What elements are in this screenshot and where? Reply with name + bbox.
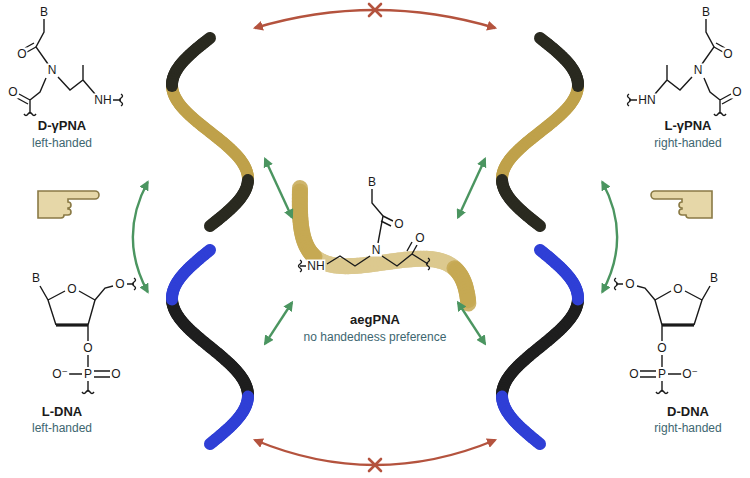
hand-icon: [651, 191, 712, 218]
helix-segment: [572, 84, 584, 86]
helix-segment: [537, 224, 540, 226]
hybridization-arrow: [458, 159, 485, 218]
atom-label: P: [657, 368, 667, 381]
handedness-note: right-handed: [654, 135, 721, 151]
atom-label: O: [722, 48, 733, 61]
molecule-name: D-γPNA: [38, 118, 86, 134]
handedness-note: left-handed: [32, 135, 92, 151]
forbidden-mark: [369, 4, 381, 471]
atom-label: O: [7, 86, 18, 99]
atom-label: B: [39, 6, 49, 19]
atom-label: O: [393, 218, 404, 231]
atom-label: N: [693, 64, 704, 77]
atom-label: B: [701, 6, 711, 19]
handedness-note: left-handed: [32, 420, 92, 436]
helix-ribbons: [172, 38, 578, 444]
atom-label: O⁻: [681, 368, 699, 381]
atom-label: O: [82, 342, 93, 355]
atom-label: NH: [93, 94, 112, 107]
helix-segment: [313, 255, 315, 257]
hybridization-arrow: [133, 182, 148, 292]
atom-label: O: [672, 283, 683, 296]
molecule-name: D-DNA: [667, 404, 709, 420]
molecule-group: D-DNAright-handed: [485, 292, 740, 440]
atom-label: HN: [637, 94, 656, 107]
molecule-group: D-γPNAleft-handed: [10, 28, 265, 182]
l-dna-structure: [40, 278, 136, 394]
hybridization-arrow: [265, 159, 292, 218]
atom-label: O: [624, 278, 635, 291]
helix-segment: [537, 442, 540, 444]
hand-icon: [38, 191, 99, 218]
hybridization-arrow: [602, 182, 617, 292]
helix-segment: [166, 84, 178, 86]
atom-label: NH: [306, 260, 325, 273]
atom-label: O: [16, 48, 27, 61]
hybridization-arrow: [265, 303, 292, 344]
molecule-name: L-γPNA: [665, 118, 712, 134]
molecule-group: aegPNAno handedness preference: [292, 175, 458, 345]
atom-label: P: [83, 368, 93, 381]
aeg-pna-structure: [299, 189, 430, 272]
molecule-group: L-γPNAright-handed: [485, 28, 740, 182]
atom-label: O: [628, 368, 639, 381]
d-gamma-pna-structure: [17, 19, 123, 116]
forbidden-arrow: [255, 440, 495, 465]
atom-label: N: [47, 64, 58, 77]
molecule-name: L-DNA: [42, 404, 82, 420]
d-dna-structure: [615, 278, 711, 394]
atom-label: O: [414, 232, 425, 245]
l-gamma-pna-structure: [628, 19, 734, 116]
helix-segment: [460, 300, 476, 303]
atom-label: O: [110, 368, 121, 381]
atom-label: O⁻: [51, 368, 69, 381]
helix-segment: [166, 297, 178, 299]
hybridization-arrow: [458, 303, 485, 344]
atom-label: O: [656, 342, 667, 355]
helix-segment: [210, 224, 213, 226]
helix-segment: [572, 297, 584, 299]
atom-label: B: [31, 272, 41, 285]
atom-label: O: [66, 283, 77, 296]
atom-label: O: [114, 278, 125, 291]
helix-segment: [210, 442, 213, 444]
molecule-name: aegPNA: [350, 312, 400, 328]
molecule-group: L-DNAleft-handed: [10, 292, 265, 440]
atom-label: B: [367, 176, 377, 189]
handedness-note: right-handed: [654, 420, 721, 436]
atom-label: B: [709, 272, 719, 285]
forbidden-arrow: [255, 10, 495, 28]
handedness-note: no handedness preference: [304, 329, 447, 345]
atom-label: O: [731, 86, 742, 99]
atom-label: N: [371, 244, 382, 257]
